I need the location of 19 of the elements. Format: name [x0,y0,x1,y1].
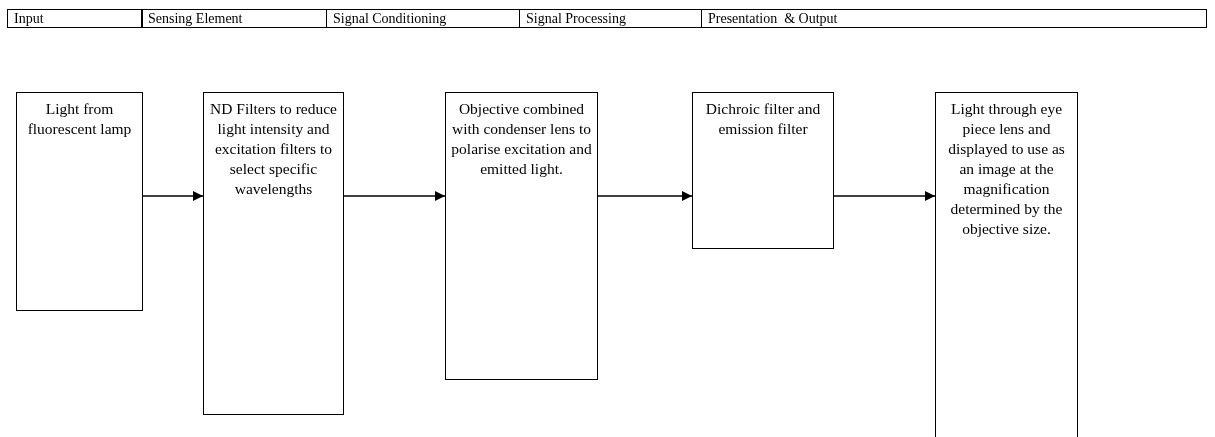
box-text: Light from fluorescent lamp [26,99,133,139]
table-header-cell: Signal Processing [519,9,702,28]
arrow [833,191,936,201]
process-box [445,92,598,380]
table-header-cell: Input [7,9,143,28]
box-text: Light through eye piece lens and displayed to use as an image at the magnification determined by the objective size. [947,99,1066,239]
table-header-cell: Sensing Element [141,9,327,28]
arrow [142,191,204,201]
process-box [203,92,344,415]
box-text: ND Filters to reduce light intensity and excitation filters to select specific wavelengths [209,99,338,199]
arrow [343,191,446,201]
arrow [597,191,693,201]
process-box [692,92,834,249]
process-box [16,92,143,311]
box-text: Objective combined with condenser lens to polarise excitation and emitted light. [450,99,593,179]
table-header-cell: Presentation & Output [701,9,1207,28]
table-header-cell: Signal Conditioning [326,9,520,28]
box-text: Dichroic filter and emission filter [704,99,822,139]
process-box [935,92,1078,437]
